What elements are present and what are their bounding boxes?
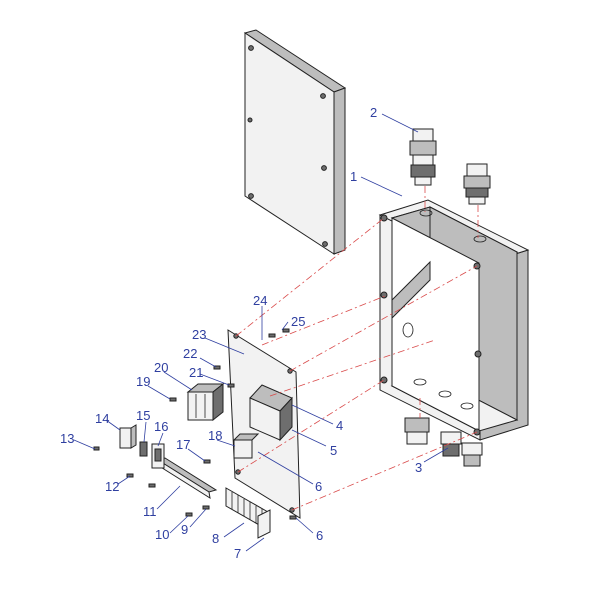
label-part-18: 18 — [208, 428, 222, 443]
label-part-2: 2 — [370, 105, 377, 120]
label-part-10: 10 — [155, 527, 169, 542]
relay-module — [186, 382, 225, 422]
label-part-1: 1 — [350, 169, 357, 184]
end-stop — [257, 509, 271, 539]
label-part-14: 14 — [95, 411, 109, 426]
label-part-13: 13 — [60, 431, 74, 446]
fuse-holder — [119, 424, 137, 449]
label-part-8: 8 — [212, 531, 219, 546]
fuse — [139, 441, 148, 457]
label-part-6-lower: 6 — [316, 528, 323, 543]
label-part-9: 9 — [181, 522, 188, 537]
cable-gland-bottom-2 — [440, 431, 462, 457]
label-part-11: 11 — [143, 504, 157, 519]
label-part-7: 7 — [234, 546, 241, 561]
cable-gland-top-1 — [409, 128, 437, 186]
enclosure-lid — [243, 29, 347, 255]
small-block — [232, 433, 260, 459]
cable-gland-bottom-3 — [461, 442, 483, 467]
label-part-24: 24 — [253, 293, 267, 308]
label-part-4: 4 — [336, 418, 343, 433]
label-part-16: 16 — [154, 419, 168, 434]
part-labels: 1 2 3 4 5 6 6 7 8 9 10 11 12 13 14 15 16… — [60, 105, 422, 561]
label-part-20: 20 — [154, 360, 168, 375]
label-part-21: 21 — [189, 365, 203, 380]
label-part-25: 25 — [291, 314, 305, 329]
leader-lines — [73, 113, 449, 552]
label-part-22: 22 — [183, 346, 197, 361]
din-rail — [156, 457, 218, 500]
label-part-6-upper: 6 — [315, 479, 322, 494]
cable-gland-top-2 — [463, 163, 491, 205]
transformer — [249, 384, 293, 442]
label-part-5: 5 — [330, 443, 337, 458]
label-part-17: 17 — [176, 437, 190, 452]
assembly-axes — [235, 186, 479, 511]
label-part-23: 23 — [192, 327, 206, 342]
label-part-3: 3 — [415, 460, 422, 475]
label-part-19: 19 — [136, 374, 150, 389]
cable-gland-bottom-1 — [404, 417, 430, 445]
enclosure-box — [378, 199, 530, 441]
fuse-carrier — [151, 443, 165, 469]
label-part-15: 15 — [136, 408, 150, 423]
label-part-12: 12 — [105, 479, 119, 494]
